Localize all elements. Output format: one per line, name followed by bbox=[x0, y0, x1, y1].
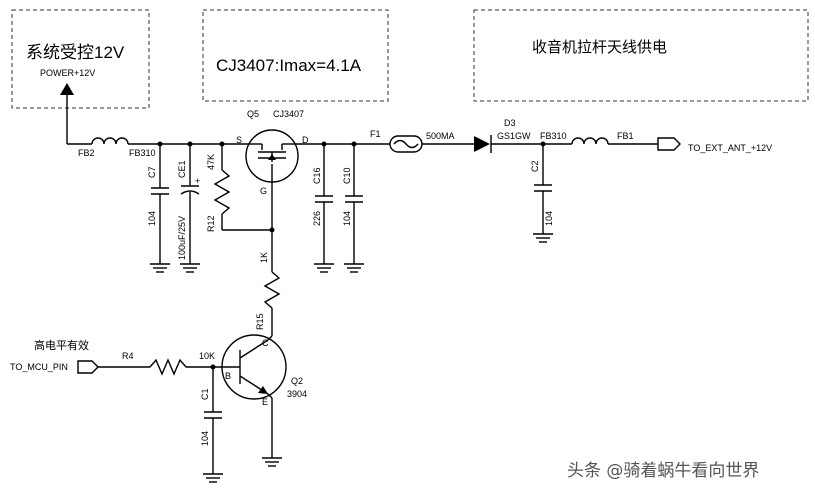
r15-resistor-symbol bbox=[263, 271, 281, 309]
watermark: 头条 @骑着蜗牛看向世界 bbox=[567, 461, 759, 481]
high-level-note: 高电平有效 bbox=[34, 338, 89, 352]
q5-value: CJ3407 bbox=[273, 109, 304, 119]
c16-label: C16 bbox=[312, 167, 322, 184]
q2-base-pin: B bbox=[225, 371, 231, 381]
note-power-title: 系统受控12V bbox=[26, 43, 125, 62]
fb2-label: FB2 bbox=[78, 148, 95, 158]
q2-label: Q2 bbox=[291, 376, 303, 386]
q2-emitter-pin: E bbox=[262, 397, 268, 407]
q5-drain-pin: D bbox=[302, 135, 309, 145]
note-box-power bbox=[11, 9, 150, 109]
ce1-label: CE1 bbox=[177, 160, 187, 178]
c10-label: C10 bbox=[342, 167, 352, 184]
r12-label: R12 bbox=[206, 215, 216, 232]
note-box-cj3407 bbox=[202, 9, 389, 102]
fb1-label: FB1 bbox=[617, 131, 634, 141]
power-arrow-symbol bbox=[60, 83, 74, 95]
fb1-value: FB310 bbox=[540, 131, 567, 141]
d3-value: GS1GW bbox=[497, 131, 531, 141]
ant-output-port bbox=[657, 137, 681, 151]
mcu-input-port bbox=[77, 360, 99, 374]
c10-value: 104 bbox=[342, 211, 352, 226]
q2-collector-pin: C bbox=[262, 338, 269, 348]
note-box-antenna bbox=[473, 9, 809, 102]
note-cj3407-title: CJ3407:Imax=4.1A bbox=[216, 56, 362, 75]
c1-label: C1 bbox=[200, 388, 210, 400]
f1-label: F1 bbox=[370, 129, 381, 139]
c7-value: 104 bbox=[147, 211, 157, 226]
ce1-plus: + bbox=[195, 176, 200, 186]
note-antenna-title: 收音机拉杆天线供电 bbox=[532, 39, 667, 56]
q5-label: Q5 bbox=[247, 109, 259, 119]
f1-value: 500MA bbox=[426, 131, 455, 141]
ce1-value: 100uF/25V bbox=[177, 216, 187, 260]
fb2-inductor-symbol bbox=[91, 137, 129, 145]
r12-resistor-symbol bbox=[213, 169, 231, 215]
r15-label: R15 bbox=[255, 313, 265, 330]
d3-label: D3 bbox=[504, 118, 516, 128]
q5-gate-pin: G bbox=[260, 186, 267, 196]
fb1-inductor-symbol bbox=[571, 137, 609, 145]
r12-value: 47K bbox=[206, 154, 216, 170]
c2-label: C2 bbox=[530, 160, 540, 172]
c2-value: 104 bbox=[544, 211, 554, 226]
power-net-label: POWER+12V bbox=[40, 68, 95, 78]
r4-label: R4 bbox=[122, 351, 134, 361]
d3-diode-symbol bbox=[474, 136, 490, 152]
q2-value: 3904 bbox=[287, 389, 307, 399]
ant-output-label: TO_EXT_ANT_+12V bbox=[688, 143, 772, 153]
c1-value: 104 bbox=[200, 431, 210, 446]
r4-value: 10K bbox=[199, 351, 215, 361]
c7-label: C7 bbox=[147, 166, 157, 178]
fb2-value: FB310 bbox=[129, 148, 156, 158]
mcu-input-label: TO_MCU_PIN bbox=[10, 362, 68, 372]
r15-value: 1K bbox=[259, 252, 269, 263]
c16-value: 226 bbox=[312, 211, 322, 226]
q5-source-pin: S bbox=[236, 135, 242, 145]
r4-resistor-symbol bbox=[149, 358, 187, 376]
